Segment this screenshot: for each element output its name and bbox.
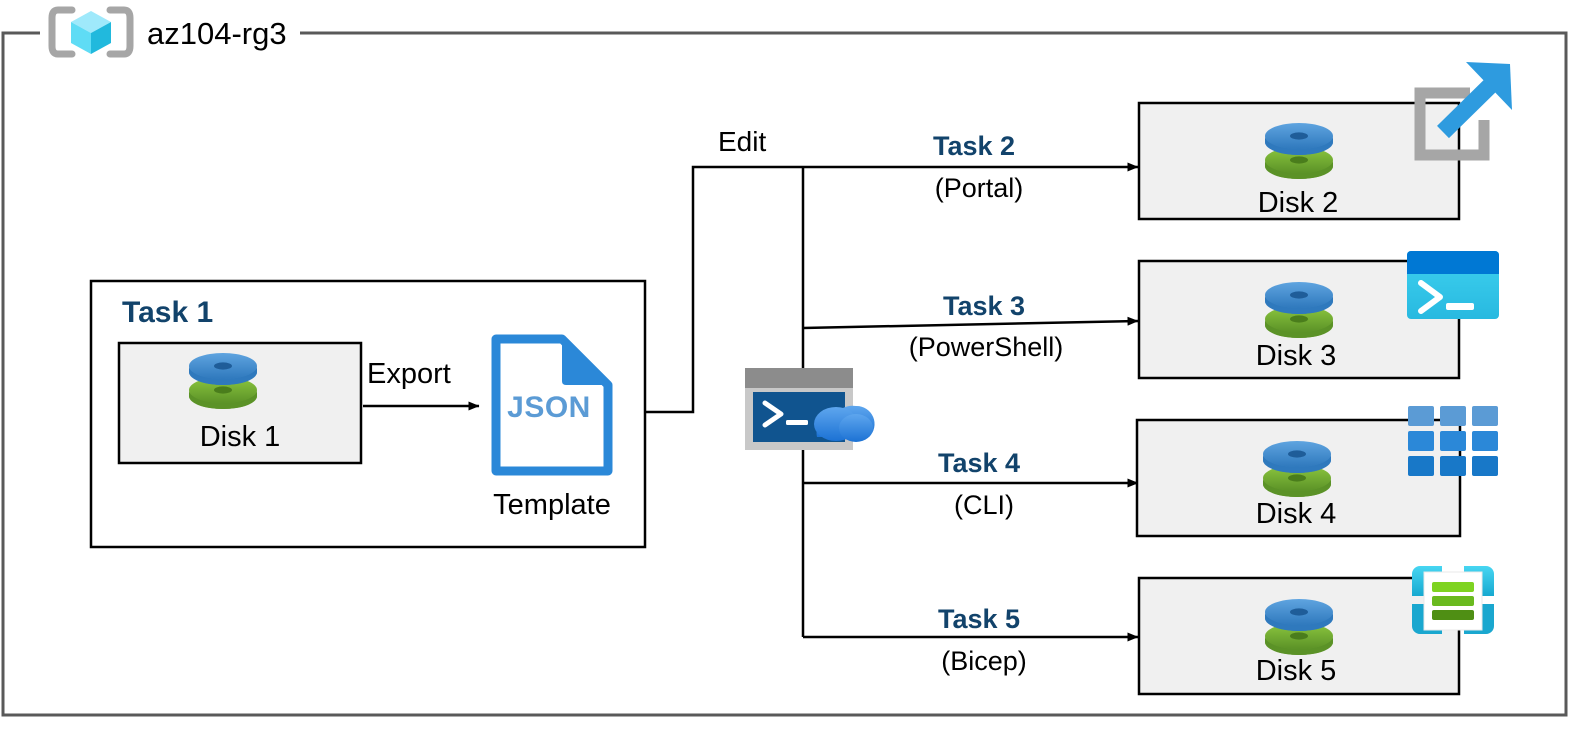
disk-icon bbox=[1263, 441, 1331, 497]
task2-tool-label: (Portal) bbox=[934, 173, 1024, 203]
json-file-word: JSON bbox=[507, 391, 591, 424]
disk-icon bbox=[1265, 123, 1333, 179]
resource-group-title: az104-rg3 bbox=[147, 16, 287, 51]
disk-icon bbox=[189, 353, 257, 409]
task3-arrow bbox=[802, 316, 1139, 330]
disk-icon bbox=[1265, 599, 1333, 655]
disk1-label: Disk 1 bbox=[199, 421, 281, 453]
json-file-icon bbox=[491, 334, 613, 476]
portal-icon bbox=[1414, 62, 1512, 161]
resource-group-container bbox=[1, 31, 1568, 717]
disk5-label: Disk 5 bbox=[1255, 655, 1337, 687]
resource-group-icon bbox=[48, 6, 134, 58]
disk4-label: Disk 4 bbox=[1255, 498, 1337, 530]
cli-grid-icon bbox=[1408, 406, 1498, 476]
template-caption: Template bbox=[493, 489, 611, 521]
disk-icon bbox=[1265, 282, 1333, 338]
task2-label: Task 2 bbox=[932, 131, 1016, 161]
task5-tool-label: (Bicep) bbox=[941, 646, 1027, 676]
disk3-label: Disk 3 bbox=[1255, 340, 1337, 372]
task3-label: Task 3 bbox=[942, 291, 1026, 321]
edit-connector bbox=[645, 162, 1139, 637]
task5-label: Task 5 bbox=[937, 604, 1021, 634]
bicep-icon bbox=[1412, 566, 1494, 634]
task1-label: Task 1 bbox=[122, 296, 214, 329]
task1-box bbox=[89, 279, 647, 549]
export-label: Export bbox=[367, 358, 451, 390]
task3-tool-label: (PowerShell) bbox=[908, 332, 1064, 362]
edit-label: Edit bbox=[718, 126, 767, 157]
task4-tool-label: (CLI) bbox=[954, 490, 1014, 520]
powershell-icon bbox=[1407, 251, 1499, 319]
disk2-label: Disk 2 bbox=[1257, 187, 1339, 219]
task4-label: Task 4 bbox=[937, 448, 1021, 478]
cloud-shell-icon bbox=[745, 368, 875, 450]
